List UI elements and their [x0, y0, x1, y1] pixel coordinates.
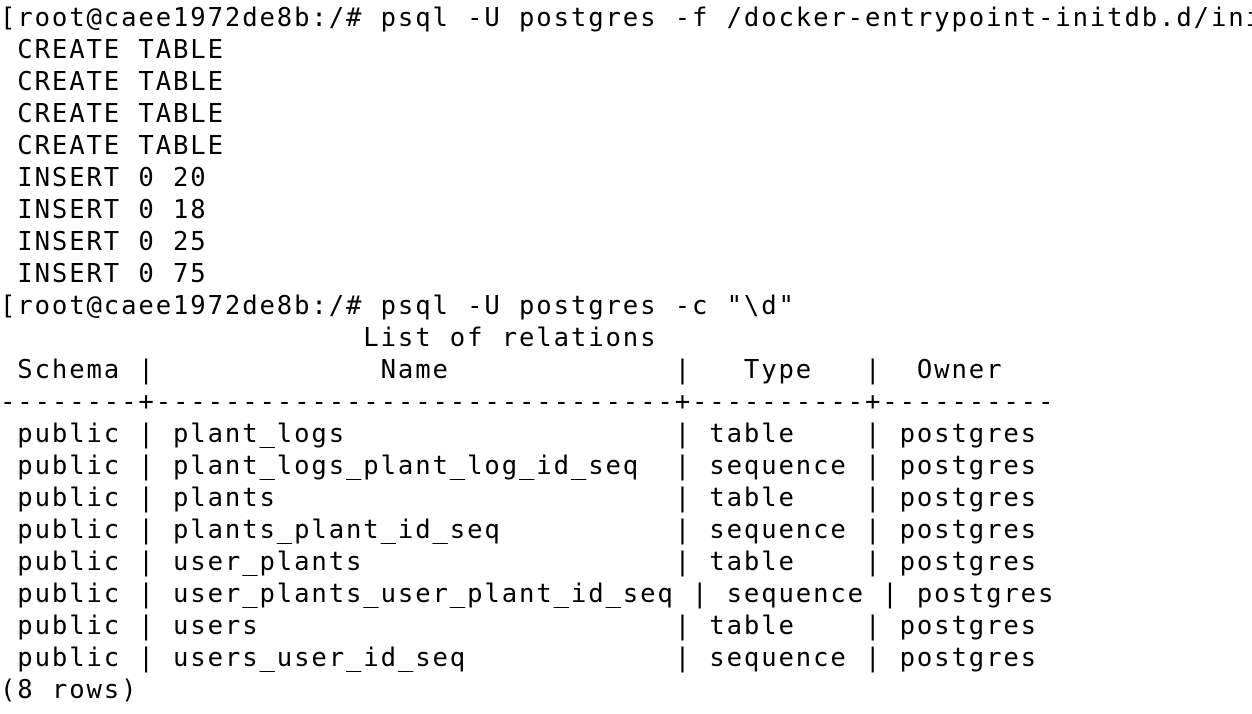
output-line-insert-1: INSERT 0 20: [0, 163, 208, 193]
output-line-create-table-4: CREATE TABLE: [0, 131, 225, 161]
command-line-psql-describe: [root@caee1972de8b:/# psql -U postgres -…: [0, 291, 796, 321]
output-line-create-table-1: CREATE TABLE: [0, 35, 225, 65]
relations-table-separator: --------+------------------------------+…: [0, 387, 1056, 417]
command-line-psql-init: [root@caee1972de8b:/# psql -U postgres -…: [0, 3, 1252, 33]
output-line-insert-3: INSERT 0 25: [0, 227, 208, 257]
table-row: public | plants_plant_id_seq | sequence …: [0, 515, 1038, 545]
table-row: public | users_user_id_seq | sequence | …: [0, 643, 1038, 673]
output-line-create-table-3: CREATE TABLE: [0, 99, 225, 129]
relations-table-header: Schema | Name | Type | Owner: [0, 355, 1004, 385]
table-row: public | plants | table | postgres: [0, 483, 1038, 513]
relations-row-count: (8 rows): [0, 675, 139, 705]
output-line-insert-2: INSERT 0 18: [0, 195, 208, 225]
table-row: public | users | table | postgres: [0, 611, 1038, 641]
table-row: public | user_plants | table | postgres: [0, 547, 1038, 577]
output-line-insert-4: INSERT 0 75: [0, 259, 208, 289]
relations-table-title: List of relations: [0, 323, 658, 353]
table-row: public | plant_logs | table | postgres: [0, 419, 1038, 449]
output-line-create-table-2: CREATE TABLE: [0, 67, 225, 97]
table-row: public | user_plants_user_plant_id_seq |…: [0, 579, 1056, 609]
table-row: public | plant_logs_plant_log_id_seq | s…: [0, 451, 1038, 481]
